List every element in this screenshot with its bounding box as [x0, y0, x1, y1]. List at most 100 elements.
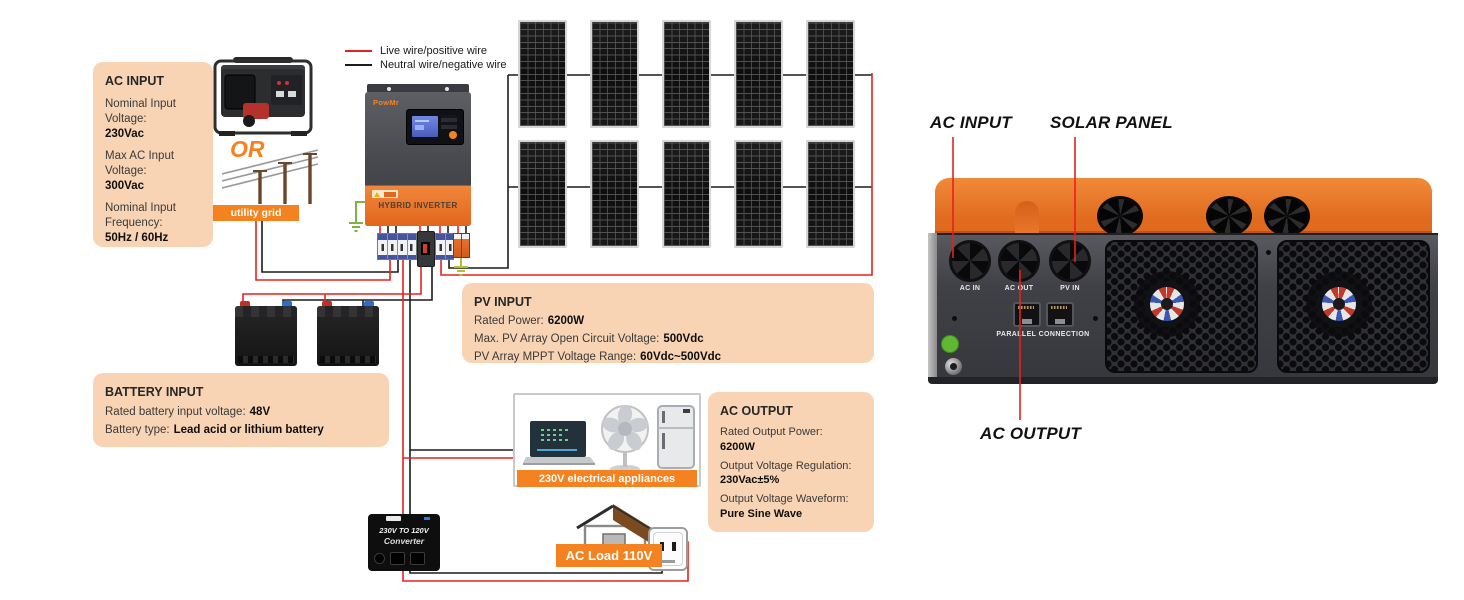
battery-input-box: BATTERY INPUT Rated battery input voltag…: [93, 373, 389, 447]
surge-protector: [453, 233, 470, 258]
cable-grommet-icon: [1264, 196, 1310, 236]
solar-panel: [662, 140, 711, 248]
spec-value: 230Vac: [105, 128, 145, 141]
utility-pylon-icon: [222, 149, 319, 204]
fan-vent: [1277, 240, 1430, 373]
battery-input-title: BATTERY INPUT: [105, 385, 204, 399]
legend-live-label: Live wire/positive wire: [380, 45, 487, 57]
screw-icon: [445, 86, 449, 91]
fan-icon: [601, 405, 649, 473]
solar-panel: [806, 20, 855, 128]
spec-line: Nominal Input Voltage: 230Vac: [105, 97, 201, 142]
spec-label: Rated Output Power:: [720, 426, 823, 439]
spec-line: Max. PV Array Open Circuit Voltage:500Vd…: [474, 332, 862, 347]
legend-neutral-label: Neutral wire/negative wire: [380, 59, 507, 71]
inverter-body: PowMr HYBRID INVERTER: [365, 92, 471, 226]
inverter-orange-band: HYBRID INVERTER: [365, 185, 471, 226]
solar-panel: [806, 140, 855, 248]
or-label: OR: [230, 136, 265, 162]
spec-line: Output Voltage Regulation: 230Vac±5%: [720, 459, 862, 488]
converter-switch: [424, 517, 430, 520]
spec-label: Nominal Input Frequency:: [105, 201, 176, 229]
ac-input-title: AC INPUT: [105, 74, 165, 88]
fan-hub-icon: [1144, 281, 1190, 327]
hybrid-inverter: PowMr HYBRID INVERTER: [365, 84, 471, 226]
spec-value: 48V: [249, 406, 271, 419]
battery-ridge: [238, 356, 294, 363]
legend-neutral-row: Neutral wire/negative wire: [345, 58, 507, 72]
pv-breaker-group: [435, 233, 454, 260]
negative-terminal: [364, 301, 374, 310]
pv-input-title: PV INPUT: [474, 295, 532, 309]
spec-line: Rated Power:6200W: [474, 314, 862, 329]
spec-label: Max. PV Array Open Circuit Voltage:: [474, 333, 660, 346]
ac-load-band: AC Load 110V: [556, 544, 662, 567]
power-button: [449, 131, 457, 139]
fridge-icon: [657, 405, 695, 469]
live-wire-swatch: [345, 50, 372, 52]
spec-label: Rated Power:: [474, 315, 544, 328]
solar-panel: [734, 20, 783, 128]
rear-left-edge: [928, 233, 937, 379]
meter-display: [421, 242, 430, 255]
positive-terminal: [240, 301, 250, 310]
parallel-connection-label: PARALLEL CONNECTION: [996, 331, 1090, 338]
wire-legend: Live wire/positive wire Neutral wire/neg…: [345, 44, 507, 72]
laptop-icon: [523, 421, 595, 465]
rj45-port: [1013, 302, 1041, 327]
converter-socket-round: [374, 553, 385, 564]
ac-input-box: AC INPUT Nominal Input Voltage: 230Vac Ma…: [93, 62, 213, 247]
rear-notch: [1015, 201, 1039, 234]
negative-terminal: [282, 301, 292, 310]
lcd-screen: [412, 116, 438, 137]
voltage-converter: 230V TO 120V Converter: [368, 514, 440, 571]
spec-value: 230Vac±5%: [720, 474, 780, 487]
spec-label: Battery type:: [105, 424, 170, 437]
ground-symbol-spd: [454, 258, 468, 276]
spec-label: Nominal Input Voltage:: [105, 98, 176, 126]
spec-value: 60Vdc~500Vdc: [640, 351, 722, 364]
spec-value: Lead acid or lithium battery: [173, 424, 324, 437]
spec-label: PV Array MPPT Voltage Range:: [474, 351, 637, 364]
battery-caps: [317, 306, 379, 317]
spec-value: Pure Sine Wave: [720, 507, 803, 520]
spec-value: 50Hz / 60Hz: [105, 231, 169, 244]
spec-line: Rated battery input voltage:48V: [105, 405, 377, 420]
solar-panel: [518, 20, 567, 128]
screw-icon: [1266, 250, 1271, 255]
warning-sticker: [372, 190, 398, 198]
power-meter: [417, 231, 435, 267]
rj45-port: [1046, 302, 1074, 327]
rear-ac-input-label: AC INPUT: [930, 113, 1012, 132]
wiring-layer: [242, 73, 873, 582]
spec-value: 6200W: [547, 315, 585, 328]
fan-hub-icon: [1316, 281, 1362, 327]
spec-label: Output Voltage Regulation:: [720, 459, 852, 472]
inverter-mount-bar: [367, 84, 469, 93]
solar-panel: [590, 20, 639, 128]
battery-ridge: [320, 356, 376, 363]
appliances-band: 230V electrical appliances: [517, 470, 697, 487]
ac-out-label: AC OUT: [1004, 285, 1034, 292]
solar-panel: [518, 140, 567, 248]
ac-in-port: [949, 240, 991, 282]
screw-icon: [952, 316, 957, 321]
solar-panel: [662, 20, 711, 128]
solar-panel: [734, 140, 783, 248]
round-connector-icon: [945, 358, 962, 375]
green-sticker-icon: [941, 335, 959, 353]
rear-ac-output-label: AC OUTPUT: [980, 424, 1081, 443]
ac-out-port: [998, 240, 1040, 282]
spec-label: Max AC Input Voltage:: [105, 150, 175, 177]
screw-icon: [1093, 316, 1098, 321]
outlet-slot: [660, 542, 664, 551]
utility-grid-band: utility grid: [213, 205, 299, 221]
battery: [235, 301, 297, 366]
inverter-buttons: [441, 115, 457, 129]
converter-socket: [390, 552, 405, 565]
solar-panel: [590, 140, 639, 248]
battery: [317, 301, 379, 366]
ground-symbol-inverter: [349, 201, 368, 232]
converter-vent: [386, 516, 401, 521]
spec-line: Battery type:Lead acid or lithium batter…: [105, 423, 377, 438]
